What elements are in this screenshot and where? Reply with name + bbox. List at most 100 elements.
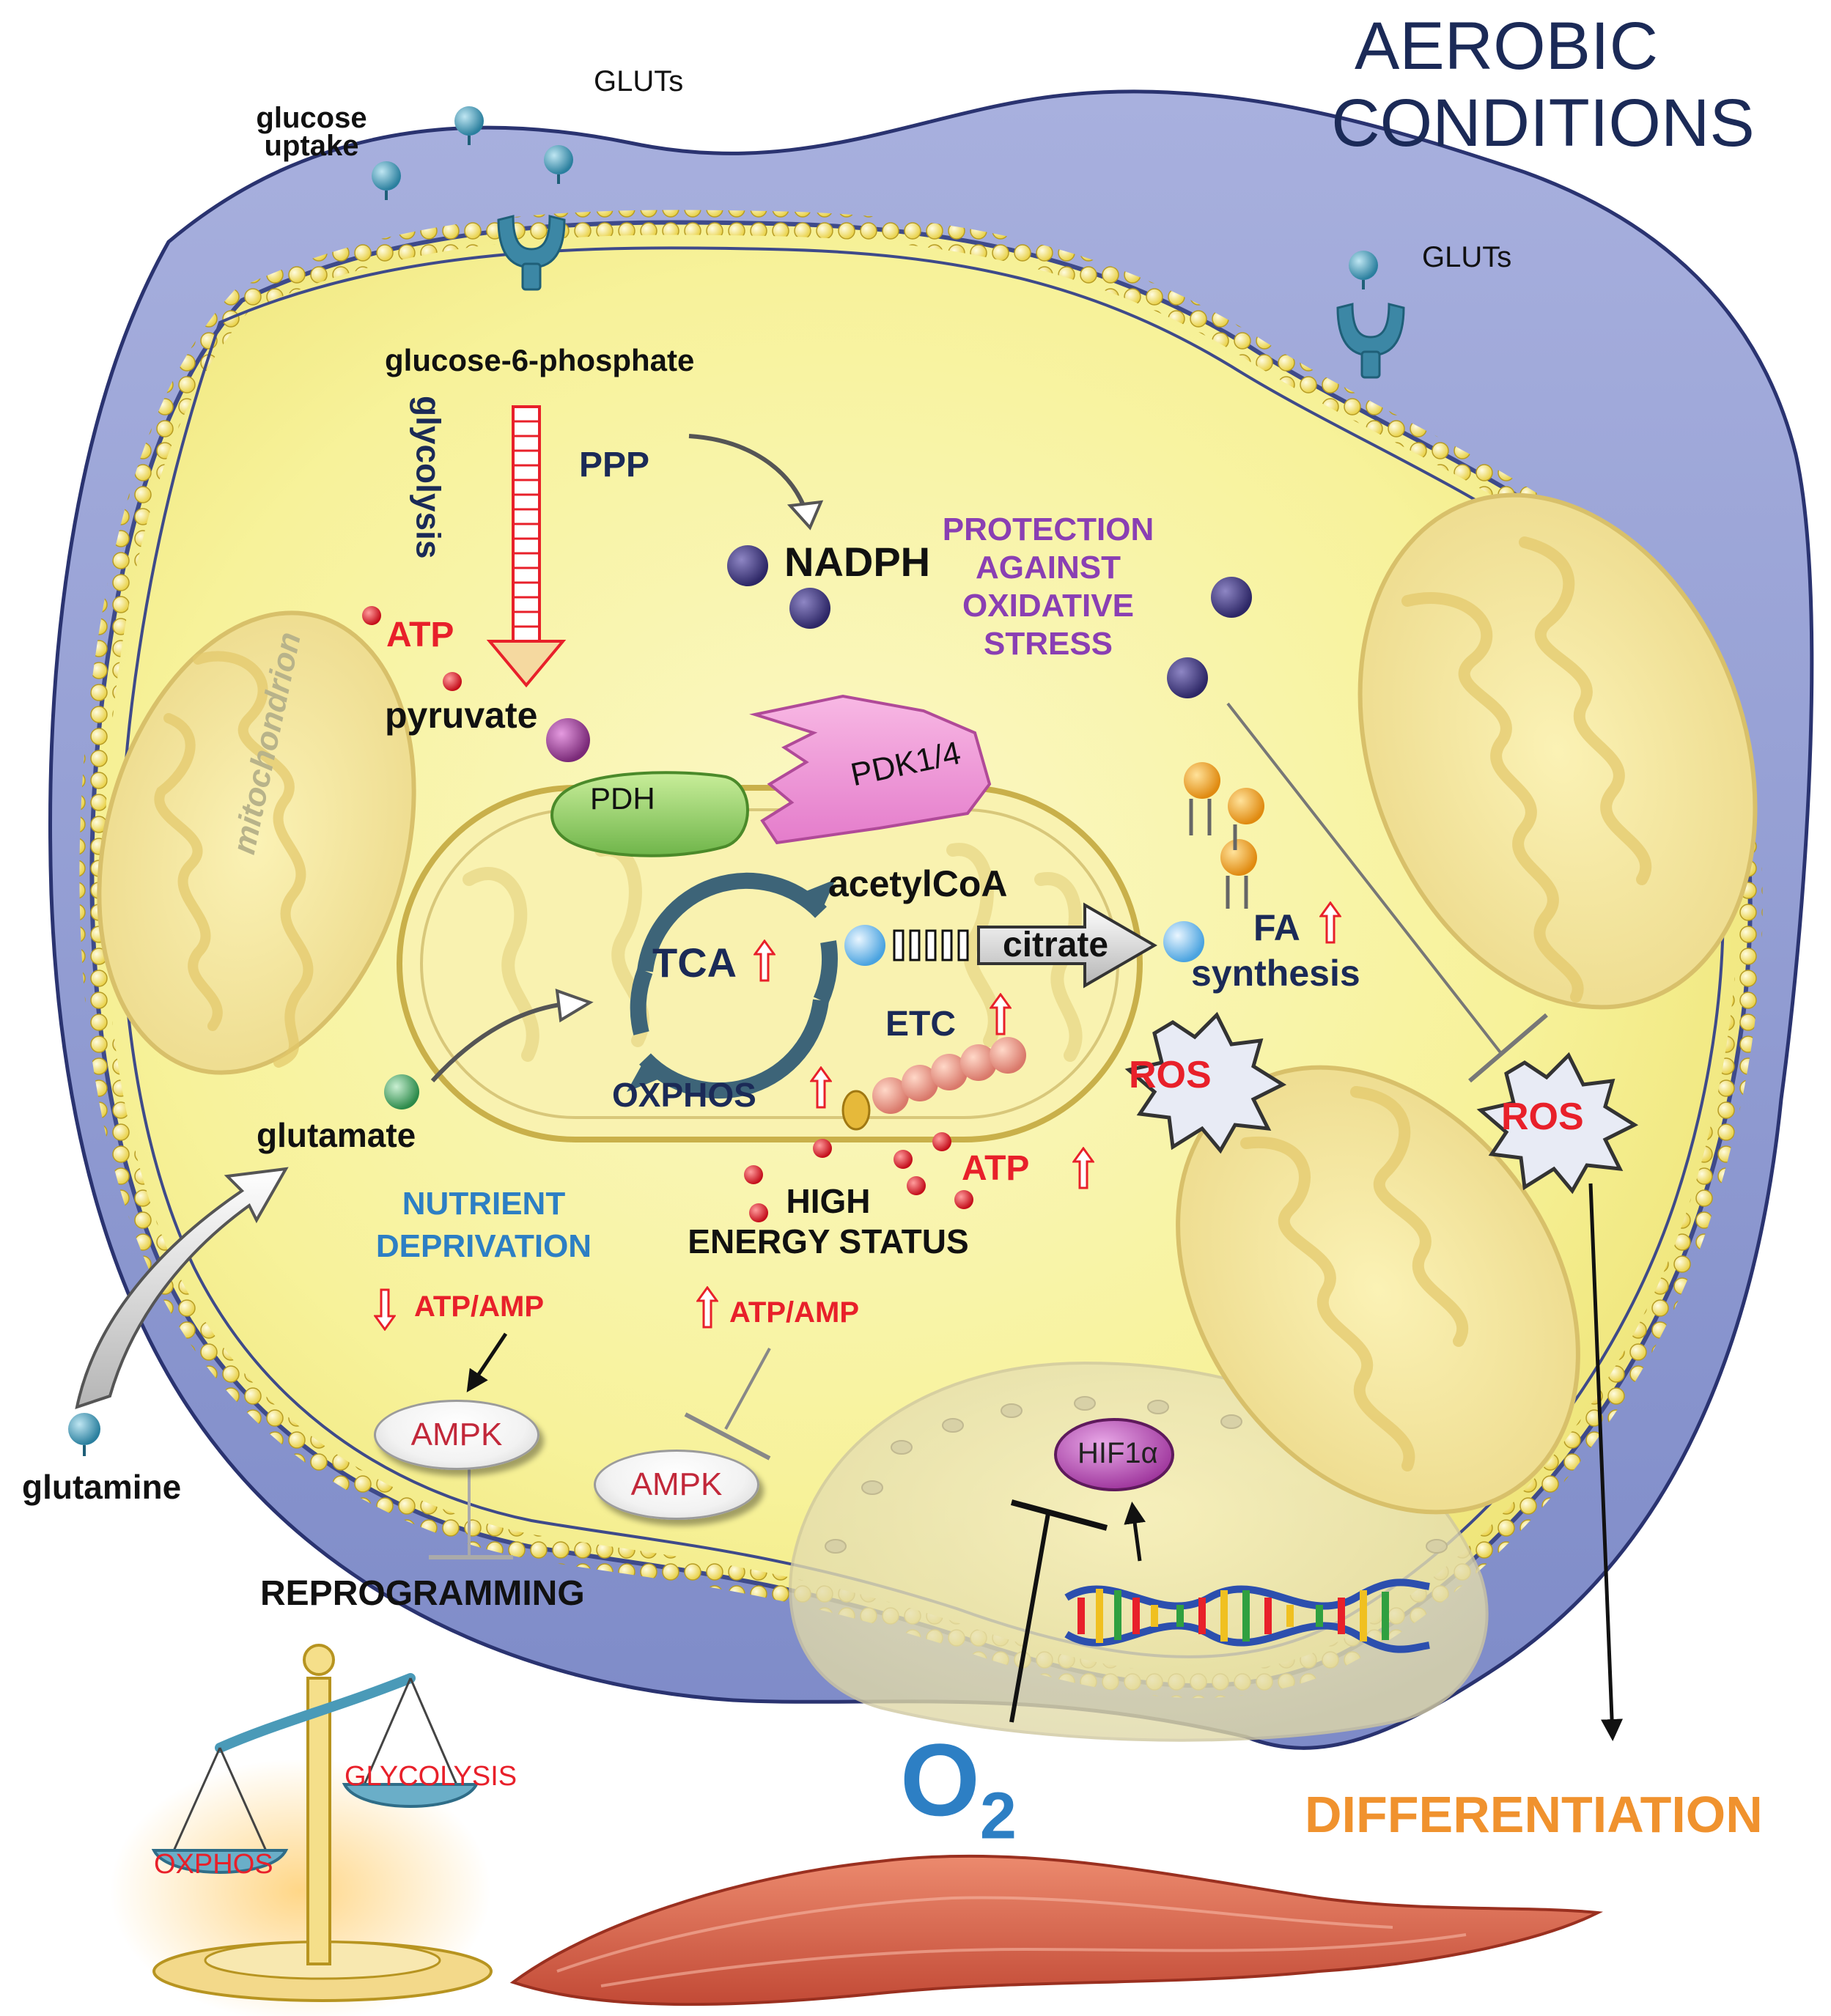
glut-receptor-right xyxy=(1336,303,1405,379)
title-line-1: AEROBIC xyxy=(1354,9,1659,84)
pyruvate-label: pyruvate xyxy=(385,695,538,736)
glutamine-to-glutamate-arrow xyxy=(75,1167,289,1409)
glutamate-label: glutamate xyxy=(257,1116,416,1154)
etc-up-arrow-icon xyxy=(990,993,1012,1035)
glutamine-label: glutamine xyxy=(22,1468,182,1506)
nadph-label: NADPH xyxy=(784,539,931,585)
o2-letter: O xyxy=(900,1722,980,1837)
glycolysis-label: glycolysis xyxy=(409,396,448,559)
fa-up-arrow-icon xyxy=(1319,901,1341,944)
pdk-enzyme xyxy=(749,694,992,845)
mitochondrion-right-top xyxy=(1357,492,1758,1010)
mitochondrion-right-bottom xyxy=(1176,1065,1580,1515)
oxphos-label: OXPHOS xyxy=(612,1076,756,1114)
nutrient-deprivation-label-2: DEPRIVATION xyxy=(375,1228,592,1264)
ppp-label: PPP xyxy=(579,446,650,484)
atp-molecule xyxy=(932,1132,951,1151)
atp-molecule xyxy=(954,1190,973,1209)
ros-to-differentiation-arrow xyxy=(1588,1183,1624,1741)
atp-amp-to-ampk-arrow xyxy=(466,1332,508,1392)
hif1a-label: HIF1α xyxy=(1077,1437,1158,1469)
high-energy-label-2: ENERGY STATUS xyxy=(688,1222,969,1260)
dna-helix xyxy=(1064,1579,1430,1653)
glucose-uptake-label-2: uptake xyxy=(264,130,359,162)
nadph-molecule xyxy=(1167,657,1208,698)
o2-subscript: 2 xyxy=(979,1779,1017,1853)
atp-amp-label-right: ATP/AMP xyxy=(729,1296,860,1329)
hif1a-protein xyxy=(1054,1418,1174,1491)
acetylcoa-molecule xyxy=(844,925,885,966)
atp-label-mid: ATP xyxy=(962,1149,1030,1188)
etc-label: ETC xyxy=(885,1005,956,1044)
citrate-label: citrate xyxy=(1003,926,1109,964)
nadph-molecule xyxy=(1211,577,1252,618)
ros-label-right: ROS xyxy=(1501,1096,1584,1138)
ros-starburst-center xyxy=(1124,1011,1287,1154)
acetylcoa-label: acetylCoA xyxy=(828,863,1008,904)
atp-molecule xyxy=(894,1150,913,1169)
ppp-arrow xyxy=(688,434,808,514)
oxphos-up-arrow-icon xyxy=(810,1066,832,1109)
pdh-enzyme xyxy=(550,771,749,857)
nadph-molecule xyxy=(789,588,830,629)
pyruvate-molecule xyxy=(546,718,590,762)
atp-molecule xyxy=(813,1139,832,1158)
atp-molecule xyxy=(443,672,462,691)
glycolysis-arrow xyxy=(486,405,567,688)
high-energy-label-1: HIGH xyxy=(786,1182,871,1220)
protection-label-4: STRESS xyxy=(983,626,1113,662)
muscle-fiber-illustration xyxy=(509,1854,1604,2006)
differentiation-label: DIFFERENTIATION xyxy=(1305,1786,1763,1843)
o2-inhibits-hif-line xyxy=(1009,1513,1050,1723)
mitochondrion-central xyxy=(397,785,1143,1142)
gluts-label-right: GLUTs xyxy=(1422,241,1512,273)
citrate-striped-bar xyxy=(893,929,969,961)
ampk-node-left: AMPK xyxy=(374,1400,539,1470)
fa-synthesis-label: synthesis xyxy=(1191,953,1360,994)
mitochondrion-left xyxy=(97,610,416,1075)
atp-molecule xyxy=(362,606,381,625)
glutamate-molecule xyxy=(384,1074,419,1109)
oxphos-scale-label: OXPHOS xyxy=(154,1849,273,1880)
atp-molecule xyxy=(749,1203,768,1222)
tca-label: TCA xyxy=(652,939,737,986)
ros-starburst-right xyxy=(1476,1052,1639,1195)
atp-amp-up-arrow-icon xyxy=(696,1286,718,1329)
gluts-label-top: GLUTs xyxy=(594,65,684,97)
protection-label-1: PROTECTION xyxy=(942,512,1154,547)
nadph-molecule xyxy=(727,545,768,586)
etc-chain xyxy=(841,1037,1026,1131)
glucose-6-phosphate-label: glucose-6-phosphate xyxy=(385,343,695,377)
glucose-uptake-label-1: glucose xyxy=(256,102,367,134)
balance-scale-icon xyxy=(110,1644,493,2016)
atp-label-top: ATP xyxy=(386,616,454,654)
citrate-arrow xyxy=(977,902,1157,989)
pdh-label: PDH xyxy=(590,781,655,816)
atp-amp-down-arrow-icon xyxy=(374,1288,396,1331)
glycolysis-scale-label: GLYCOLYSIS xyxy=(345,1761,517,1792)
protection-label-2: AGAINST xyxy=(976,550,1121,586)
protection-label-3: OXIDATIVE xyxy=(962,588,1134,624)
atp-molecule xyxy=(744,1165,763,1184)
nadph-inhibits-ros-line xyxy=(1226,702,1504,1057)
tca-up-arrow-icon xyxy=(754,939,775,982)
tca-cycle xyxy=(627,872,838,1099)
atp-molecule xyxy=(907,1176,926,1195)
citrate-molecule xyxy=(1163,921,1204,962)
atp-amp-label-left: ATP/AMP xyxy=(414,1291,545,1323)
o2-label: O2 xyxy=(900,1726,1017,1851)
glutamate-to-tca-arrow xyxy=(430,1002,565,1083)
fa-label: FA xyxy=(1253,907,1300,948)
fatty-acid-molecules xyxy=(1184,762,1264,909)
title-line-2: CONDITIONS xyxy=(1331,86,1755,160)
reprogramming-label: REPROGRAMMING xyxy=(260,1574,585,1613)
ros-label-center: ROS xyxy=(1129,1054,1212,1096)
nutrient-deprivation-label-1: NUTRIENT xyxy=(402,1186,566,1222)
ampk-node-right: AMPK xyxy=(594,1450,759,1520)
glucose-molecules xyxy=(68,106,1378,1456)
atp-up-arrow-icon xyxy=(1072,1147,1094,1189)
dna-to-hif-arrow xyxy=(1124,1502,1146,1562)
glut-receptor-top xyxy=(497,215,566,291)
